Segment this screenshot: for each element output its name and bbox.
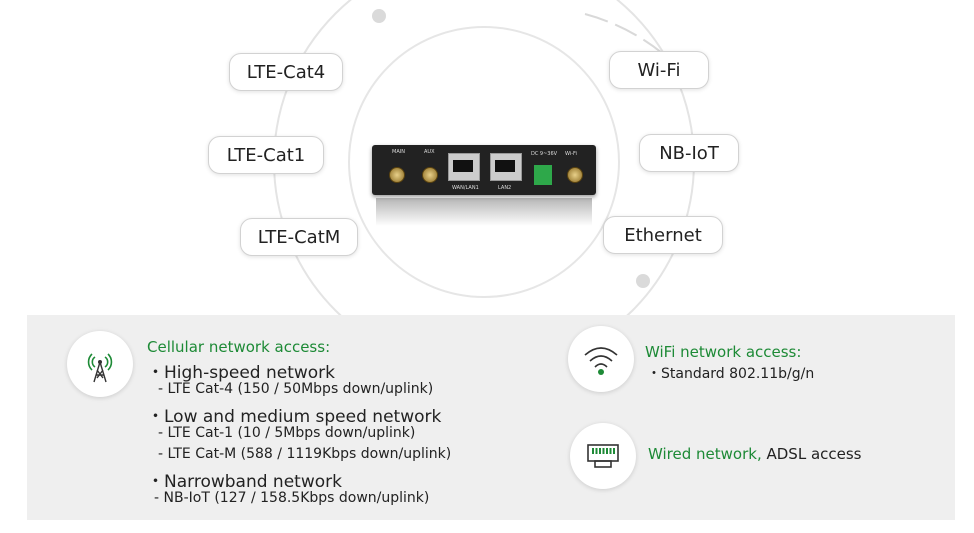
wifi-signal-icon bbox=[584, 347, 618, 375]
label-wan-lan1: WAN/LAN1 bbox=[452, 185, 479, 191]
cellular-item-high-speed: ・High-speed network bbox=[147, 363, 336, 383]
ethernet-port-icon bbox=[587, 444, 619, 468]
cellular-heading: Cellular network access: bbox=[147, 338, 331, 356]
wifi-heading: WiFi network access: bbox=[645, 343, 802, 361]
cellular-item-catm: - LTE Cat-M (588 / 1119Kbps down/uplink) bbox=[158, 446, 452, 462]
label-aux: AUX bbox=[424, 149, 435, 155]
bubble-lte-catm: LTE-CatM bbox=[240, 218, 358, 256]
cellular-item-cat4: - LTE Cat-4 (150 / 50Mbps down/uplink) bbox=[158, 381, 434, 397]
wifi-icon-circle bbox=[568, 326, 634, 392]
antenna-connector-aux bbox=[422, 167, 438, 183]
antenna-connector-wifi bbox=[567, 167, 583, 183]
cellular-item-narrowband: ・Narrowband network bbox=[147, 472, 342, 492]
bubble-ethernet: Ethernet bbox=[603, 216, 723, 254]
antenna-tower-icon bbox=[87, 353, 113, 383]
wired-heading-green: Wired network, bbox=[648, 445, 762, 463]
wired-heading-rest: ADSL access bbox=[761, 445, 862, 463]
bubble-lte-cat1: LTE-Cat1 bbox=[208, 136, 324, 174]
ethernet-port-wan bbox=[448, 153, 480, 181]
wired-icon-circle bbox=[570, 423, 636, 489]
cellular-item-nbiot: - NB-IoT (127 / 158.5Kbps down/uplink) bbox=[154, 490, 430, 506]
cellular-icon-circle bbox=[67, 331, 133, 397]
wired-heading: Wired network, ADSL access bbox=[648, 445, 862, 463]
features-panel bbox=[27, 315, 955, 520]
device-reflection bbox=[376, 198, 592, 226]
label-main: MAIN bbox=[392, 149, 405, 155]
cellular-item-low-medium: ・Low and medium speed network bbox=[147, 407, 442, 427]
label-lan2: LAN2 bbox=[498, 185, 512, 191]
bubble-lte-cat4: LTE-Cat4 bbox=[229, 53, 343, 91]
bubble-wifi: Wi-Fi bbox=[609, 51, 709, 89]
ethernet-port-lan2 bbox=[490, 153, 522, 181]
router-device: MAIN AUX WAN/LAN1 LAN2 DC 9~36V Wi-Fi bbox=[372, 145, 596, 195]
label-dc: DC 9~36V bbox=[531, 151, 558, 157]
antenna-connector-main bbox=[389, 167, 405, 183]
bubble-nbiot: NB-IoT bbox=[639, 134, 739, 172]
wifi-item-standard: ・Standard 802.11b/g/n bbox=[647, 366, 815, 382]
label-wifi-antenna: Wi-Fi bbox=[565, 151, 577, 157]
power-terminal bbox=[534, 165, 552, 185]
cellular-item-cat1: - LTE Cat-1 (10 / 5Mbps down/uplink) bbox=[158, 425, 416, 441]
